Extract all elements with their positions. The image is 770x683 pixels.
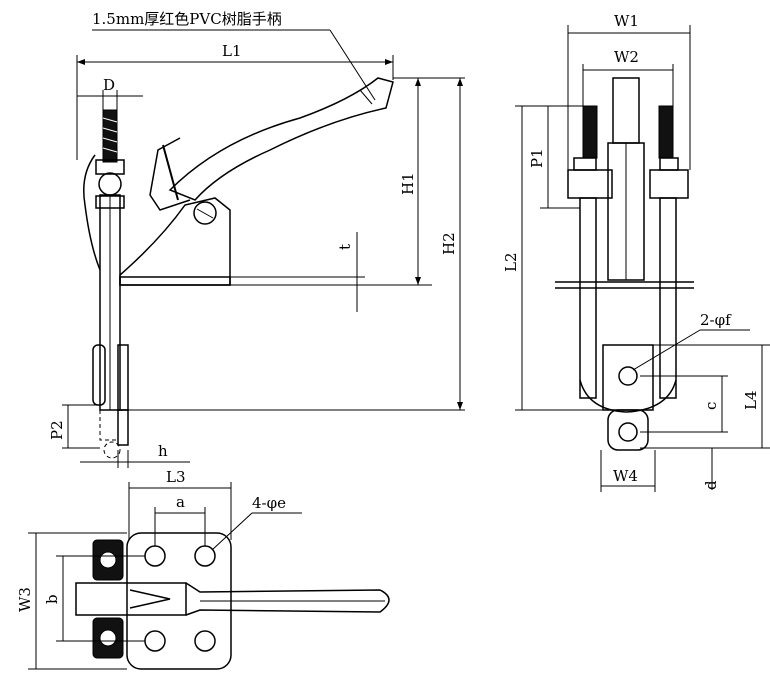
dim-P1: P1: [528, 148, 546, 168]
handle: [168, 77, 394, 201]
base-plate: [119, 276, 231, 286]
dim-W1: W1: [614, 12, 639, 30]
dim-H1: H1: [399, 172, 417, 195]
side-view-dimensions: 1.5mm厚红色PVC树脂手柄 L1 D H1 H2 t P2: [48, 10, 465, 468]
dim-4-phi-e: 4-φe: [252, 494, 286, 512]
top-view-dimensions: L3 a 4-φe W3 b: [16, 468, 302, 670]
dim-L1: L1: [222, 42, 242, 60]
dim-h: h: [158, 442, 168, 460]
front-view-dimensions: W1 W2 P1 L2 2-φf L4 c d: [502, 12, 770, 492]
pivot-screw: [193, 201, 217, 225]
base-body: [119, 197, 231, 286]
top-view: [75, 532, 390, 670]
front-view: [555, 77, 694, 451]
dim-W3: W3: [16, 587, 34, 612]
pvc-handle-note: 1.5mm厚红色PVC树脂手柄: [92, 10, 282, 28]
mounting-block: [602, 344, 654, 411]
left-bolt: [582, 105, 598, 159]
dim-L3: L3: [166, 468, 186, 486]
dim-L4: L4: [742, 390, 760, 410]
dim-P2: P2: [48, 420, 66, 440]
dim-b: b: [43, 594, 61, 604]
side-view: [83, 77, 394, 459]
dim-W4: W4: [613, 467, 638, 485]
right-bolt: [658, 105, 674, 159]
dim-a: a: [176, 493, 185, 511]
dim-H2: H2: [440, 232, 458, 255]
dim-c: c: [702, 402, 720, 410]
dim-t: t: [336, 244, 354, 250]
dim-L2: L2: [502, 252, 520, 272]
dim-W2: W2: [614, 48, 639, 66]
dim-D: D: [103, 76, 115, 94]
dim-d: d: [702, 480, 720, 490]
bolt-thread: [102, 109, 118, 163]
dim-2-phi-f: 2-φf: [700, 311, 732, 329]
nut: [95, 159, 125, 175]
